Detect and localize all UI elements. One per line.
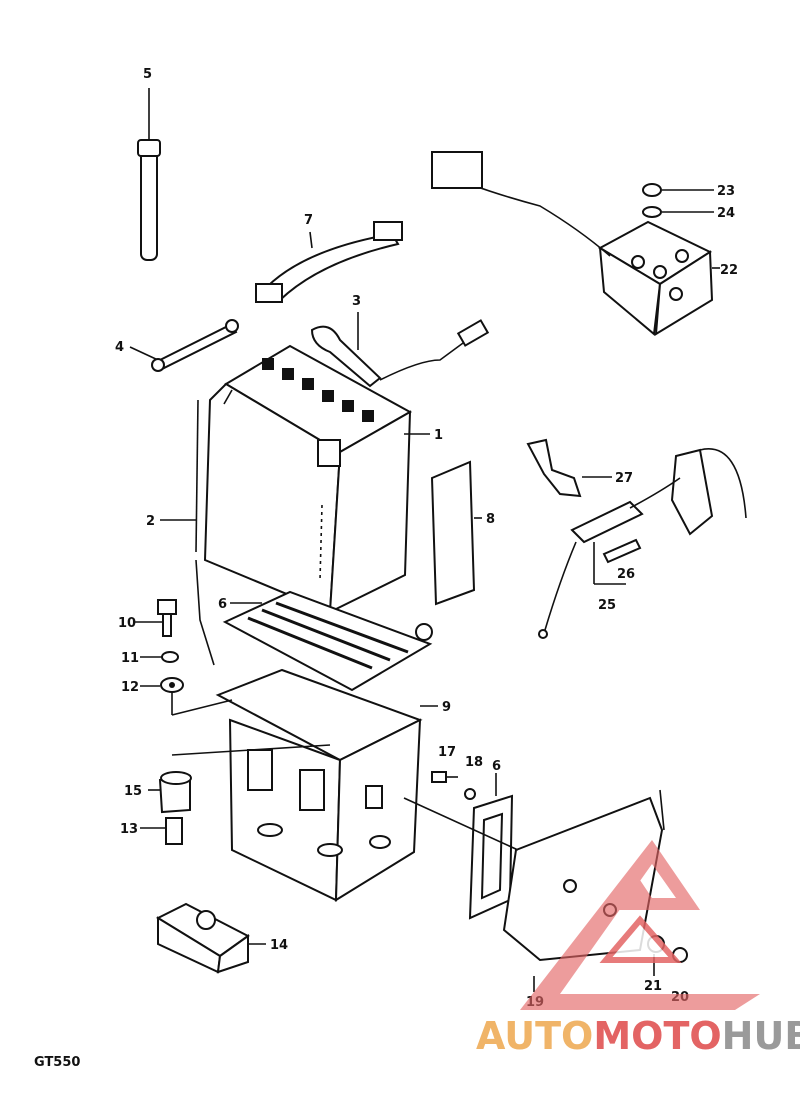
watermark-moto: MOTO xyxy=(593,1014,721,1058)
part-24-washer xyxy=(642,206,714,218)
part-27-clip xyxy=(526,438,612,498)
model-caption: GT550 xyxy=(34,1055,80,1070)
watermark-text: AUTOMOTOHUB xyxy=(476,1014,800,1058)
callout-23: 23 xyxy=(717,184,735,199)
watermark-auto: AUTO xyxy=(476,1014,593,1058)
callout-17: 17 xyxy=(438,745,456,760)
callout-12: 12 xyxy=(121,680,139,695)
part-8-pad xyxy=(430,460,482,606)
part-23-nut xyxy=(642,183,714,197)
part-15-grommet xyxy=(148,771,192,814)
part-7-strap xyxy=(255,221,403,303)
callout-24: 24 xyxy=(717,206,735,221)
part-3-cable xyxy=(310,312,490,388)
part-18-nut xyxy=(464,788,476,800)
callout-14: 14 xyxy=(270,938,288,953)
callout-26: 26 xyxy=(617,567,635,582)
callout-27: 27 xyxy=(615,471,633,486)
callout-25: 25 xyxy=(598,598,616,613)
part-4-lead xyxy=(129,319,239,372)
callout-16: 6 xyxy=(492,759,501,774)
part-9-box xyxy=(171,668,438,902)
part-1-battery xyxy=(203,344,430,614)
part-16-bracket xyxy=(468,773,514,920)
part-6-mat xyxy=(222,590,433,692)
callout-4: 4 xyxy=(115,340,124,355)
part-25-fuse-holder xyxy=(538,448,747,639)
callout-1: 1 xyxy=(434,428,443,443)
callout-9: 9 xyxy=(442,700,451,715)
part-13-collar xyxy=(140,817,183,845)
watermark-logo xyxy=(520,840,760,1010)
callout-6: 6 xyxy=(218,597,227,612)
callout-21: 21 xyxy=(644,979,662,994)
callout-8: 8 xyxy=(486,512,495,527)
part-10-bolt xyxy=(134,599,177,637)
callout-10: 10 xyxy=(118,616,136,631)
callout-22: 22 xyxy=(720,263,738,278)
part-12-washer xyxy=(140,677,184,693)
callout-2: 2 xyxy=(146,514,155,529)
part-2-tube xyxy=(160,399,215,666)
callout-5: 5 xyxy=(143,67,152,82)
part-11-washer xyxy=(140,651,179,663)
callout-11: 11 xyxy=(121,651,139,666)
part-17-bolt xyxy=(431,771,458,783)
callout-3: 3 xyxy=(352,294,361,309)
part-14-block xyxy=(155,902,266,974)
watermark-hub: HUB xyxy=(722,1014,800,1058)
part-5-cable xyxy=(137,88,161,261)
callout-15: 15 xyxy=(124,784,142,799)
part-26-fuse xyxy=(602,538,642,564)
callout-18: 18 xyxy=(465,755,483,770)
callout-7: 7 xyxy=(304,213,313,228)
callout-13: 13 xyxy=(120,822,138,837)
part-22-relay xyxy=(431,151,720,336)
